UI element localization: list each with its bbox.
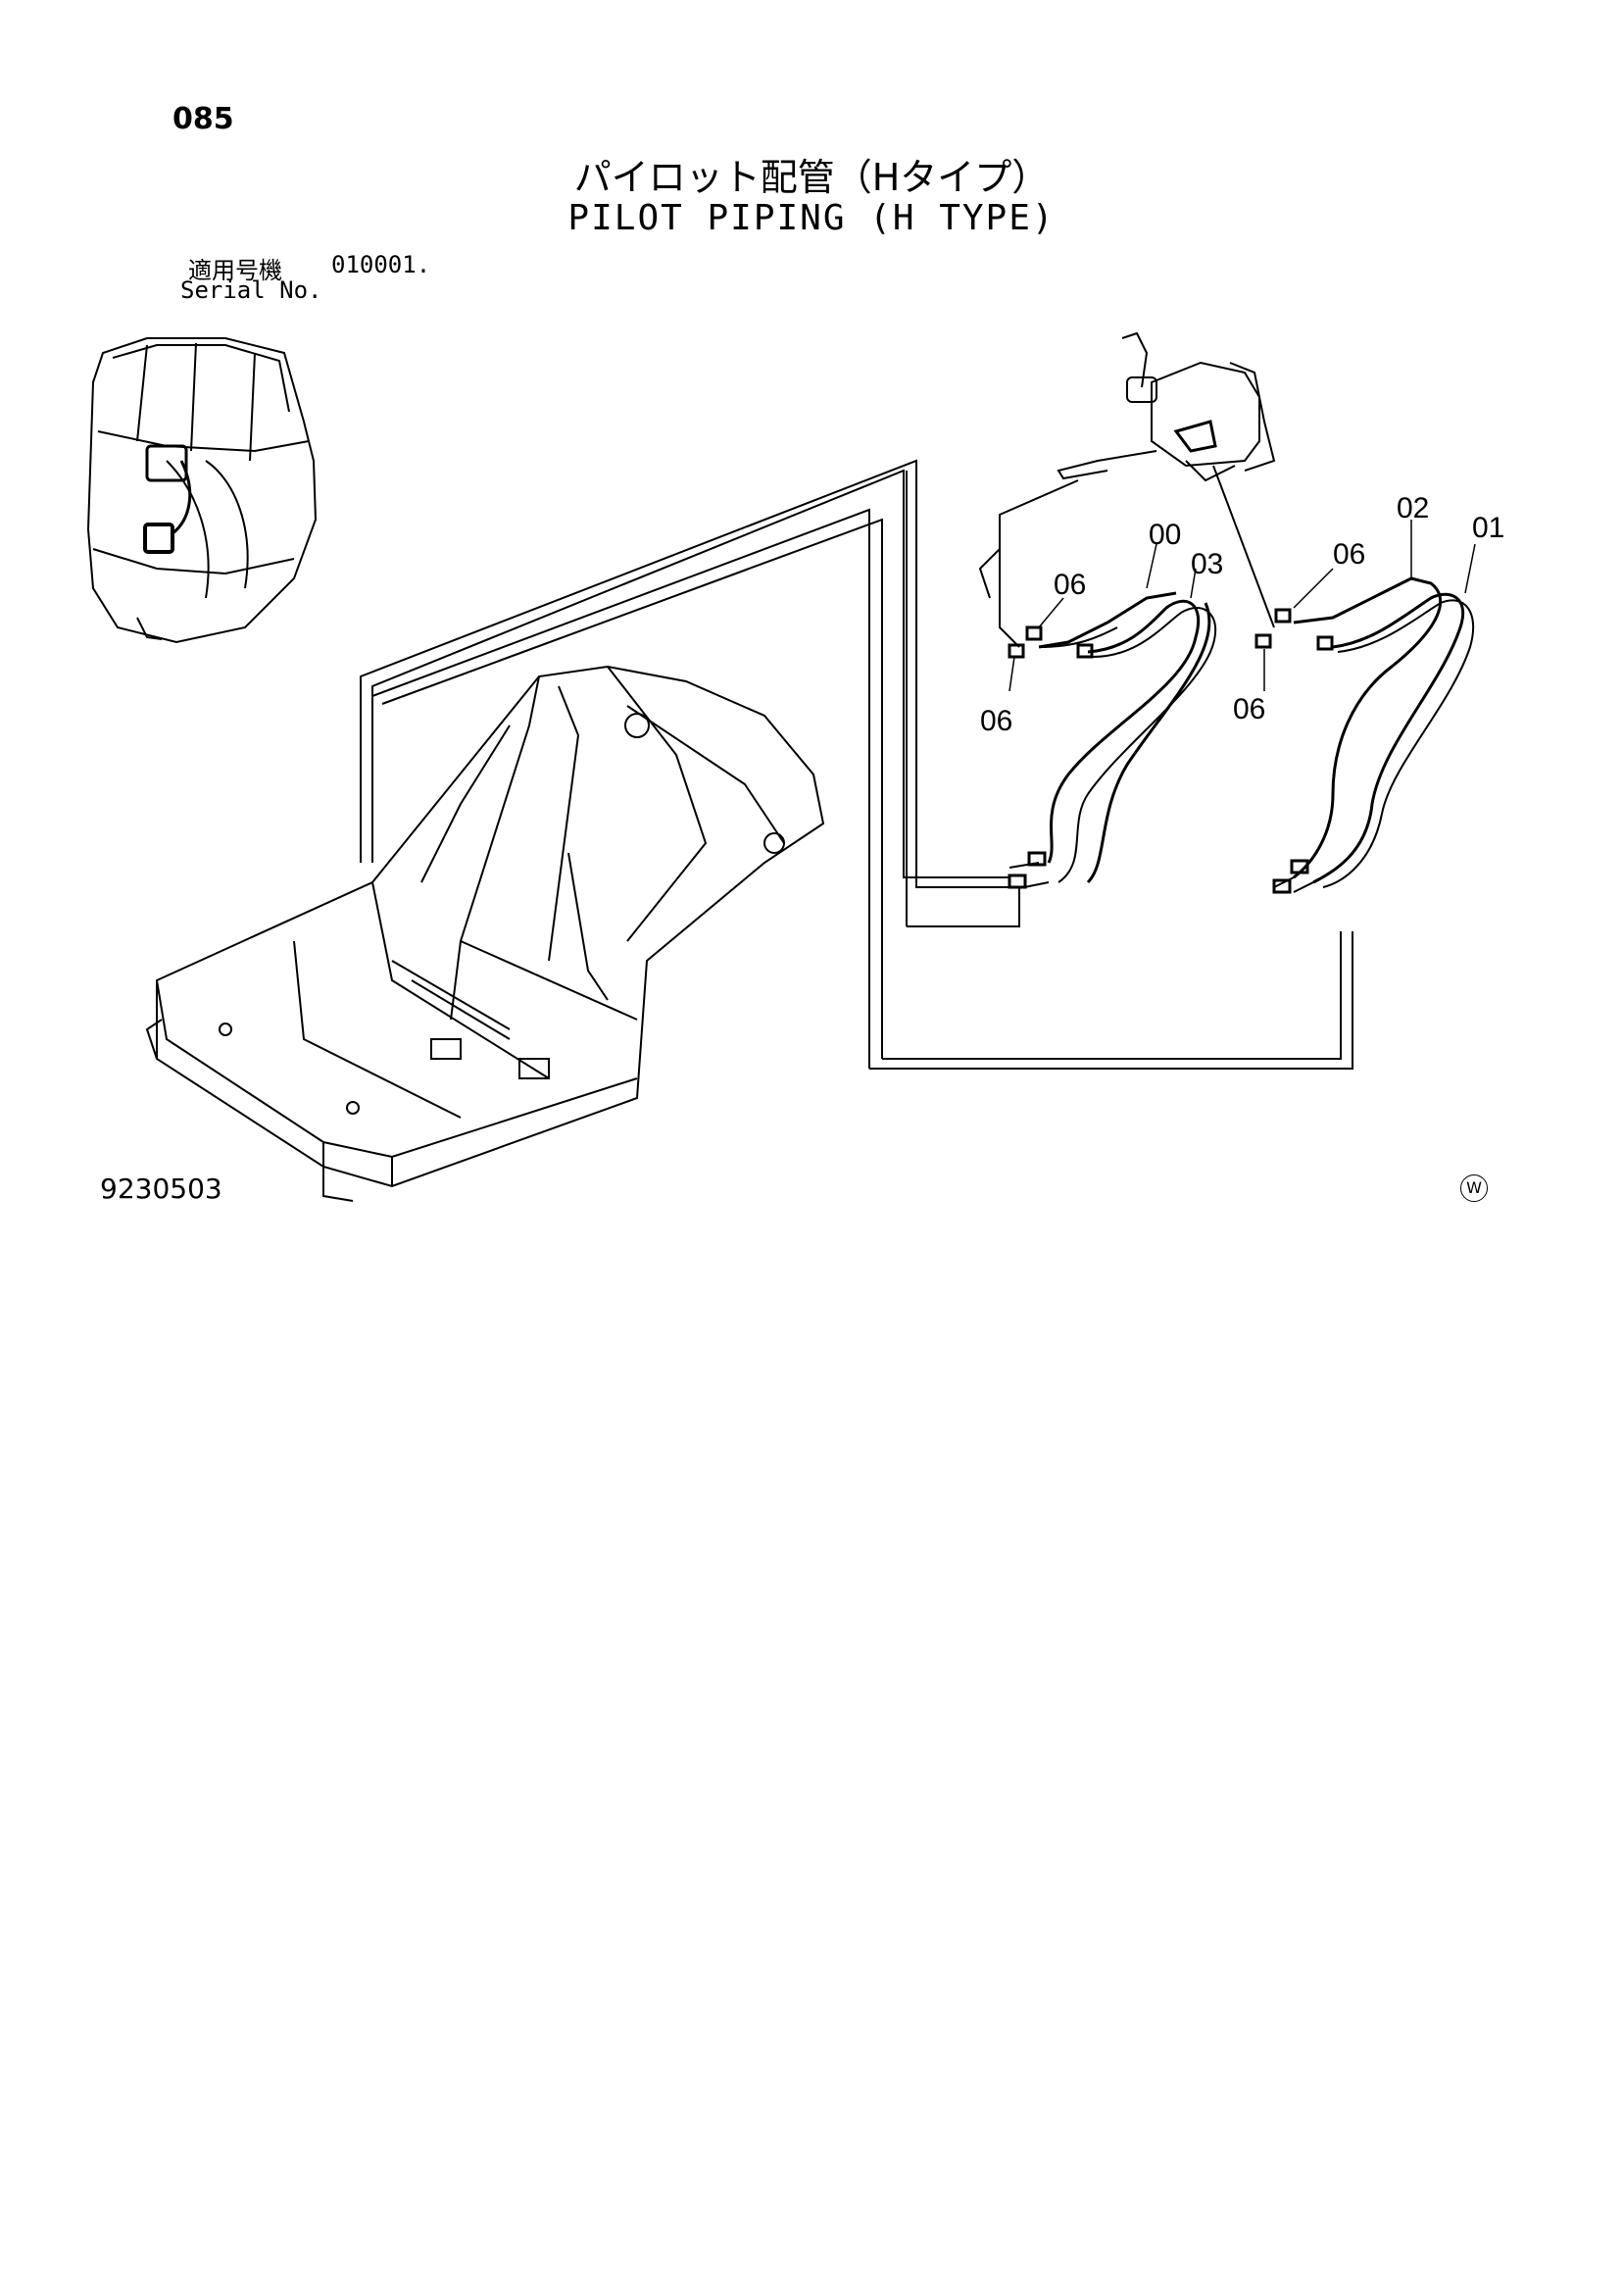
callout-03: 03	[1191, 548, 1223, 580]
cab-inset-drawing	[86, 337, 318, 644]
callout-06-lower-left: 06	[980, 705, 1012, 737]
title-english: PILOT PIPING (H TYPE)	[567, 198, 1056, 238]
serial-value: 010001.	[331, 251, 431, 278]
serial-label-english: Serial No.	[180, 276, 322, 304]
title-japanese: パイロット配管（Hタイプ）	[573, 156, 1050, 199]
control-lever-drawing	[978, 331, 1276, 648]
callout-06-lower-right: 06	[1233, 693, 1265, 725]
callout-02: 02	[1397, 492, 1429, 524]
hose-set-right-drawing	[1273, 576, 1475, 893]
hose-set-left-drawing	[1008, 591, 1217, 888]
callout-06-upper-left: 06	[1054, 569, 1086, 601]
drawing-number: 9230503	[100, 1173, 222, 1205]
reference-leader-lines	[360, 459, 1353, 1070]
callout-00: 00	[1149, 519, 1181, 551]
page-number: 085	[172, 102, 234, 136]
cab-floor-frame-drawing	[145, 665, 825, 1202]
w-mark-icon: W	[1460, 1174, 1488, 1202]
serial-label-japanese: 適用号機	[188, 257, 282, 284]
callout-leaders	[1008, 520, 1476, 692]
callout-01: 01	[1472, 512, 1504, 544]
fittings-drawing	[1008, 608, 1334, 894]
callout-06-upper-right: 06	[1333, 538, 1365, 571]
